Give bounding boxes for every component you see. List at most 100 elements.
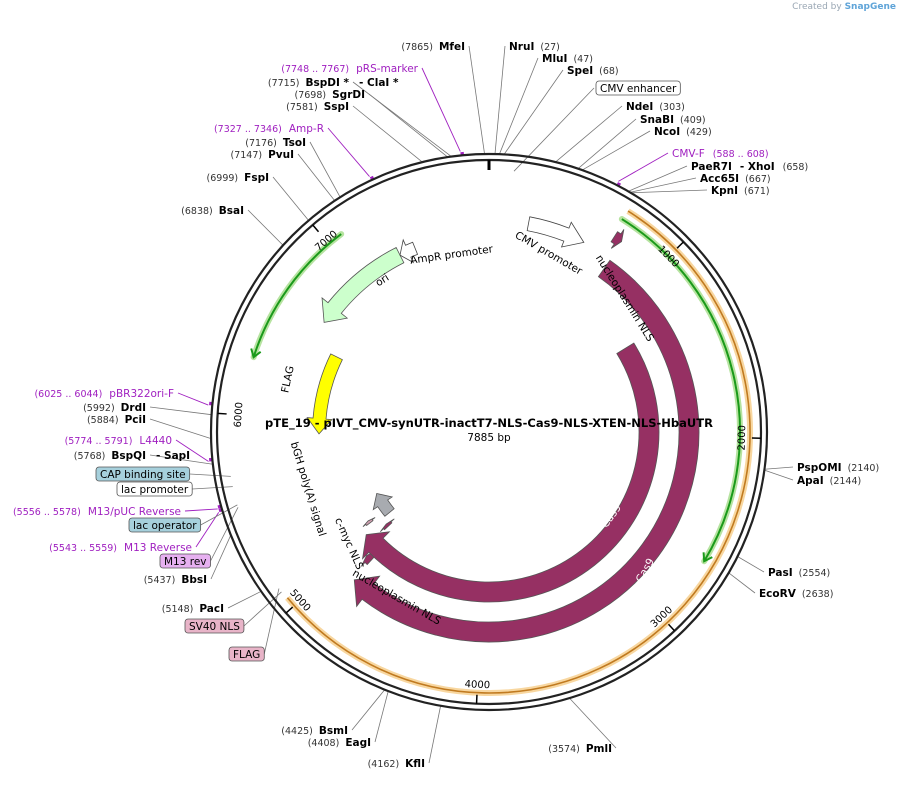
enzyme-site-eagi: EagI(4408) — [308, 737, 371, 749]
snapgene-logo: SnapGene — [845, 2, 896, 12]
feature-cas9-inner — [363, 343, 659, 602]
feature-ampr — [322, 248, 404, 323]
tick-mark — [218, 413, 227, 414]
enzyme-leader — [429, 706, 441, 763]
enzyme-position: (409) — [680, 115, 706, 126]
boxed-label-text: lac operator — [133, 520, 197, 532]
primer-amp-r: Amp-R(7327 .. 7346) — [214, 123, 324, 135]
primer-leader — [328, 128, 370, 177]
enzyme-name: ApaI — [797, 475, 824, 487]
enzyme-leader — [469, 46, 485, 154]
enzyme-site-pspomi: PspOMI(2140) — [797, 462, 879, 474]
enzyme-leader — [211, 535, 231, 579]
orf-halo — [254, 234, 342, 357]
primer-position: (5556 .. 5578) — [13, 507, 81, 518]
enzyme-name: FspI — [244, 172, 269, 184]
boxed-label-leader — [514, 88, 594, 171]
enzyme-position: (7581) — [286, 102, 318, 113]
primer-cmv-f: CMV-F(588 .. 608) — [672, 148, 769, 160]
enzyme-name: PacI — [199, 603, 224, 615]
primer-m13-reverse: M13 Reverse (5543 .. 5559) — [49, 542, 192, 554]
enzyme-position: (303) — [659, 102, 685, 113]
enzyme-site-sspi: SspI (7581) — [286, 101, 349, 113]
enzyme-position: (27) — [540, 42, 560, 53]
enzyme-name: KpnI — [711, 185, 738, 197]
enzyme-leader — [630, 178, 696, 192]
enzyme-leader — [569, 698, 616, 748]
enzyme-site-kpni: KpnI(671) — [711, 185, 770, 197]
enzyme-name: MluI — [542, 53, 567, 65]
enzyme-site-mfei: MfeI (7865) — [401, 41, 465, 53]
boxed-label-leader — [190, 474, 231, 476]
enzyme-name: SspI — [324, 101, 349, 113]
enzyme-site-bspdi: BspDI *(7715)- ClaI * — [268, 77, 399, 89]
enzyme-position: (47) — [573, 54, 593, 65]
primer-marker — [219, 505, 220, 508]
feature-nucleoplasmin-nls — [611, 229, 624, 248]
boxed-lac-operator: lac operator — [129, 518, 201, 532]
enzyme-leader — [495, 46, 505, 154]
enzyme-position: (7176) — [245, 138, 277, 149]
enzyme-site-paer7i: PaeR7I(658)- XhoI — [691, 161, 808, 173]
primer-position: (5543 .. 5559) — [49, 543, 117, 554]
enzyme-leader — [628, 166, 687, 191]
enzyme-position: (6838) — [181, 206, 213, 217]
enzyme-name: BsmI — [319, 725, 348, 737]
enzyme-name: SgrDI — [332, 89, 365, 101]
enzyme-position: (68) — [599, 66, 619, 77]
boxed-label-text: CAP binding site — [100, 469, 186, 481]
enzyme-name: PciI — [125, 414, 146, 426]
enzyme-name: MfeI — [439, 41, 465, 53]
enzyme-alt-name: - SapI — [156, 450, 190, 462]
enzyme-position: (6999) — [207, 173, 239, 184]
enzyme-site-nrui: NruI(27) — [509, 41, 560, 53]
primer-marker — [220, 509, 221, 512]
primer-position: (7748 .. 7767) — [281, 64, 349, 75]
enzyme-position: (7698) — [295, 90, 327, 101]
enzyme-name: SnaBI — [640, 114, 674, 126]
primer-name: M13 Reverse — [124, 542, 192, 554]
enzyme-name: NcoI — [654, 126, 680, 138]
enzyme-site-spei: SpeI (68) — [567, 65, 619, 77]
enzyme-name: EagI — [345, 737, 371, 749]
enzyme-site-ncoi: NcoI(429) — [654, 126, 712, 138]
enzyme-leader — [228, 591, 261, 608]
tick-mark — [286, 607, 293, 613]
enzyme-site-paci: PacI (5148) — [162, 603, 224, 615]
enzyme-leader — [738, 557, 764, 572]
enzyme-leader — [764, 470, 793, 480]
enzyme-position: (5437) — [144, 575, 176, 586]
feature-flag — [363, 518, 375, 527]
enzyme-position: (5148) — [162, 604, 194, 615]
primer-name: pBR322ori-F — [109, 388, 174, 400]
boxed-cmv-enhancer: CMV enhancer — [596, 81, 680, 95]
enzyme-leader — [729, 573, 755, 593]
boxed-label-text: lac promoter — [121, 484, 189, 496]
boxed-label-text: M13 rev — [164, 556, 207, 568]
orf-arc — [254, 234, 342, 357]
enzyme-name: EcoRV — [759, 588, 797, 600]
enzyme-position: (5992) — [83, 403, 115, 414]
boxed-sv40-nls: SV40 NLS — [185, 619, 244, 633]
primer-m13-puc-reverse: M13/pUC Reverse (5556 .. 5578) — [13, 506, 181, 518]
enzyme-name: PasI — [768, 567, 793, 579]
enzyme-leader — [504, 70, 563, 154]
boxed-label-text: FLAG — [233, 649, 260, 661]
enzyme-leader — [631, 190, 707, 193]
enzyme-position: (7865) — [401, 42, 433, 53]
primer-position: (588 .. 608) — [713, 149, 769, 160]
map-title: pTE_19 - pIVT_CMV-synUTR-inactT7-NLS-Cas… — [265, 416, 713, 431]
enzyme-name: BsaI — [219, 205, 244, 217]
enzyme-position: (2638) — [802, 589, 834, 600]
enzyme-name: PvuI — [268, 149, 294, 161]
primer-name: M13/pUC Reverse — [88, 506, 181, 518]
boxed-label-text: CMV enhancer — [600, 83, 677, 95]
primer-pbr322ori-f: pBR322ori-F(6025 .. 6044) — [34, 388, 174, 400]
enzyme-site-mlui: MluI (47) — [542, 53, 593, 65]
enzyme-name: SpeI — [567, 65, 593, 77]
boxed-label-text: SV40 NLS — [189, 621, 240, 633]
enzyme-site-ndei: NdeI(303) — [626, 101, 685, 113]
tick-mark — [677, 242, 683, 248]
primer-name: L4440 — [139, 435, 172, 447]
